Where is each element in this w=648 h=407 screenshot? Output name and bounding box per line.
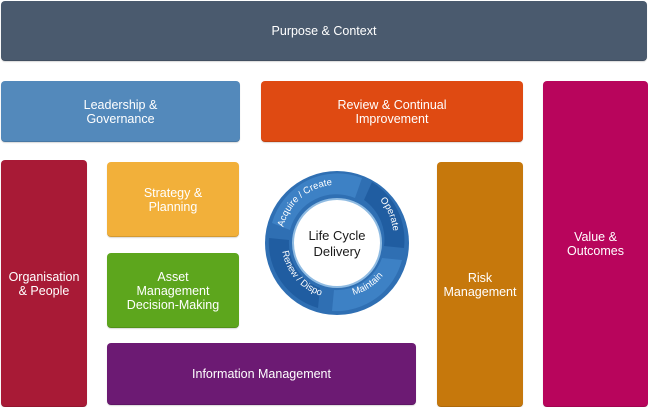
value-outcomes-box: Value & Outcomes — [543, 81, 648, 407]
leadership-governance-box: Leadership & Governance — [1, 81, 240, 142]
strategy-planning-box: Strategy & Planning — [107, 162, 239, 237]
information-management-label: Information Management — [192, 367, 331, 381]
organisation-people-label: Organisation & People — [8, 269, 80, 298]
life-cycle-diagram: Life Cycle Delivery Acquire / Create Ope… — [252, 168, 422, 318]
leadership-governance-label: Leadership & Governance — [83, 97, 158, 126]
ring-center — [293, 199, 381, 287]
lifecycle-center-line2: Delivery — [314, 244, 361, 259]
asset-decision-making-label: Asset Management Decision-Making — [126, 269, 220, 312]
organisation-people-box: Organisation & People — [1, 160, 87, 407]
information-management-box: Information Management — [107, 343, 416, 405]
lifecycle-center-line1: Life Cycle — [308, 228, 365, 243]
strategy-planning-label: Strategy & Planning — [143, 185, 203, 214]
asset-decision-making-box: Asset Management Decision-Making — [107, 253, 239, 328]
risk-management-label: Risk Management — [443, 270, 517, 299]
purpose-context-box: Purpose & Context — [1, 1, 647, 61]
risk-management-box: Risk Management — [437, 162, 523, 407]
life-cycle-ring: Life Cycle Delivery Acquire / Create Ope… — [252, 168, 409, 315]
purpose-context-label: Purpose & Context — [271, 24, 377, 38]
review-improvement-box: Review & Continual Improvement — [261, 81, 523, 142]
value-outcomes-label: Value & Outcomes — [567, 230, 624, 258]
review-improvement-label: Review & Continual Improvement — [337, 97, 447, 126]
